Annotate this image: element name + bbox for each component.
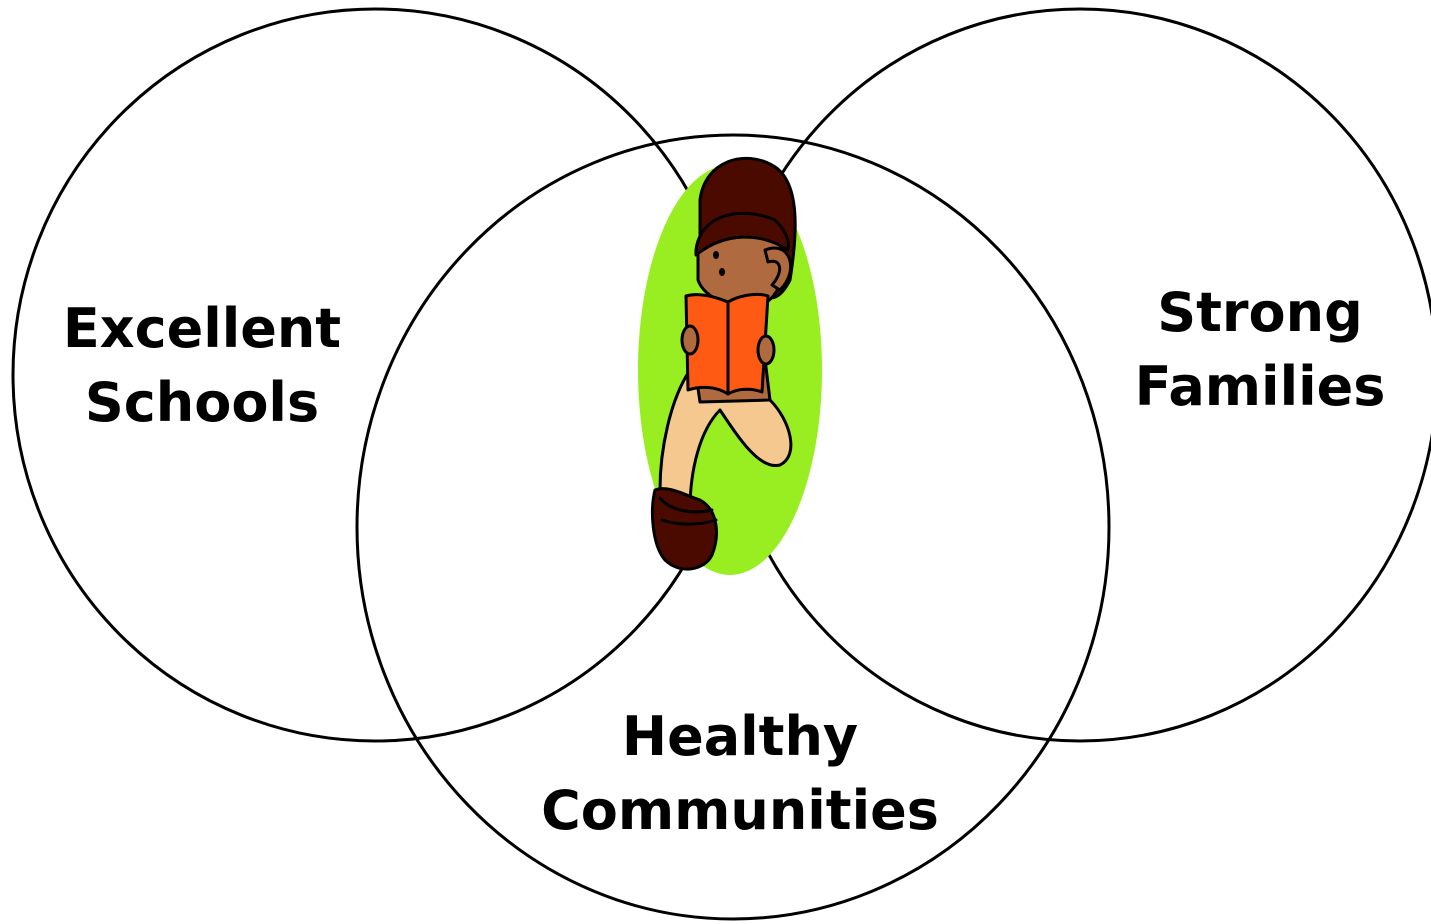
label-line: Communities — [541, 779, 939, 842]
label-line: Strong — [1157, 281, 1363, 344]
child-reading-icon — [650, 156, 797, 571]
label-line: Healthy — [621, 705, 859, 768]
label-line: Excellent — [62, 297, 342, 360]
label-excellent-schools: Excellent Schools — [42, 292, 362, 440]
label-line: Families — [1134, 355, 1386, 418]
label-strong-families: Strong Families — [1110, 276, 1410, 424]
label-line: Schools — [84, 371, 320, 434]
label-healthy-communities: Healthy Communities — [520, 700, 960, 848]
circle-healthy-communities — [355, 133, 1111, 921]
